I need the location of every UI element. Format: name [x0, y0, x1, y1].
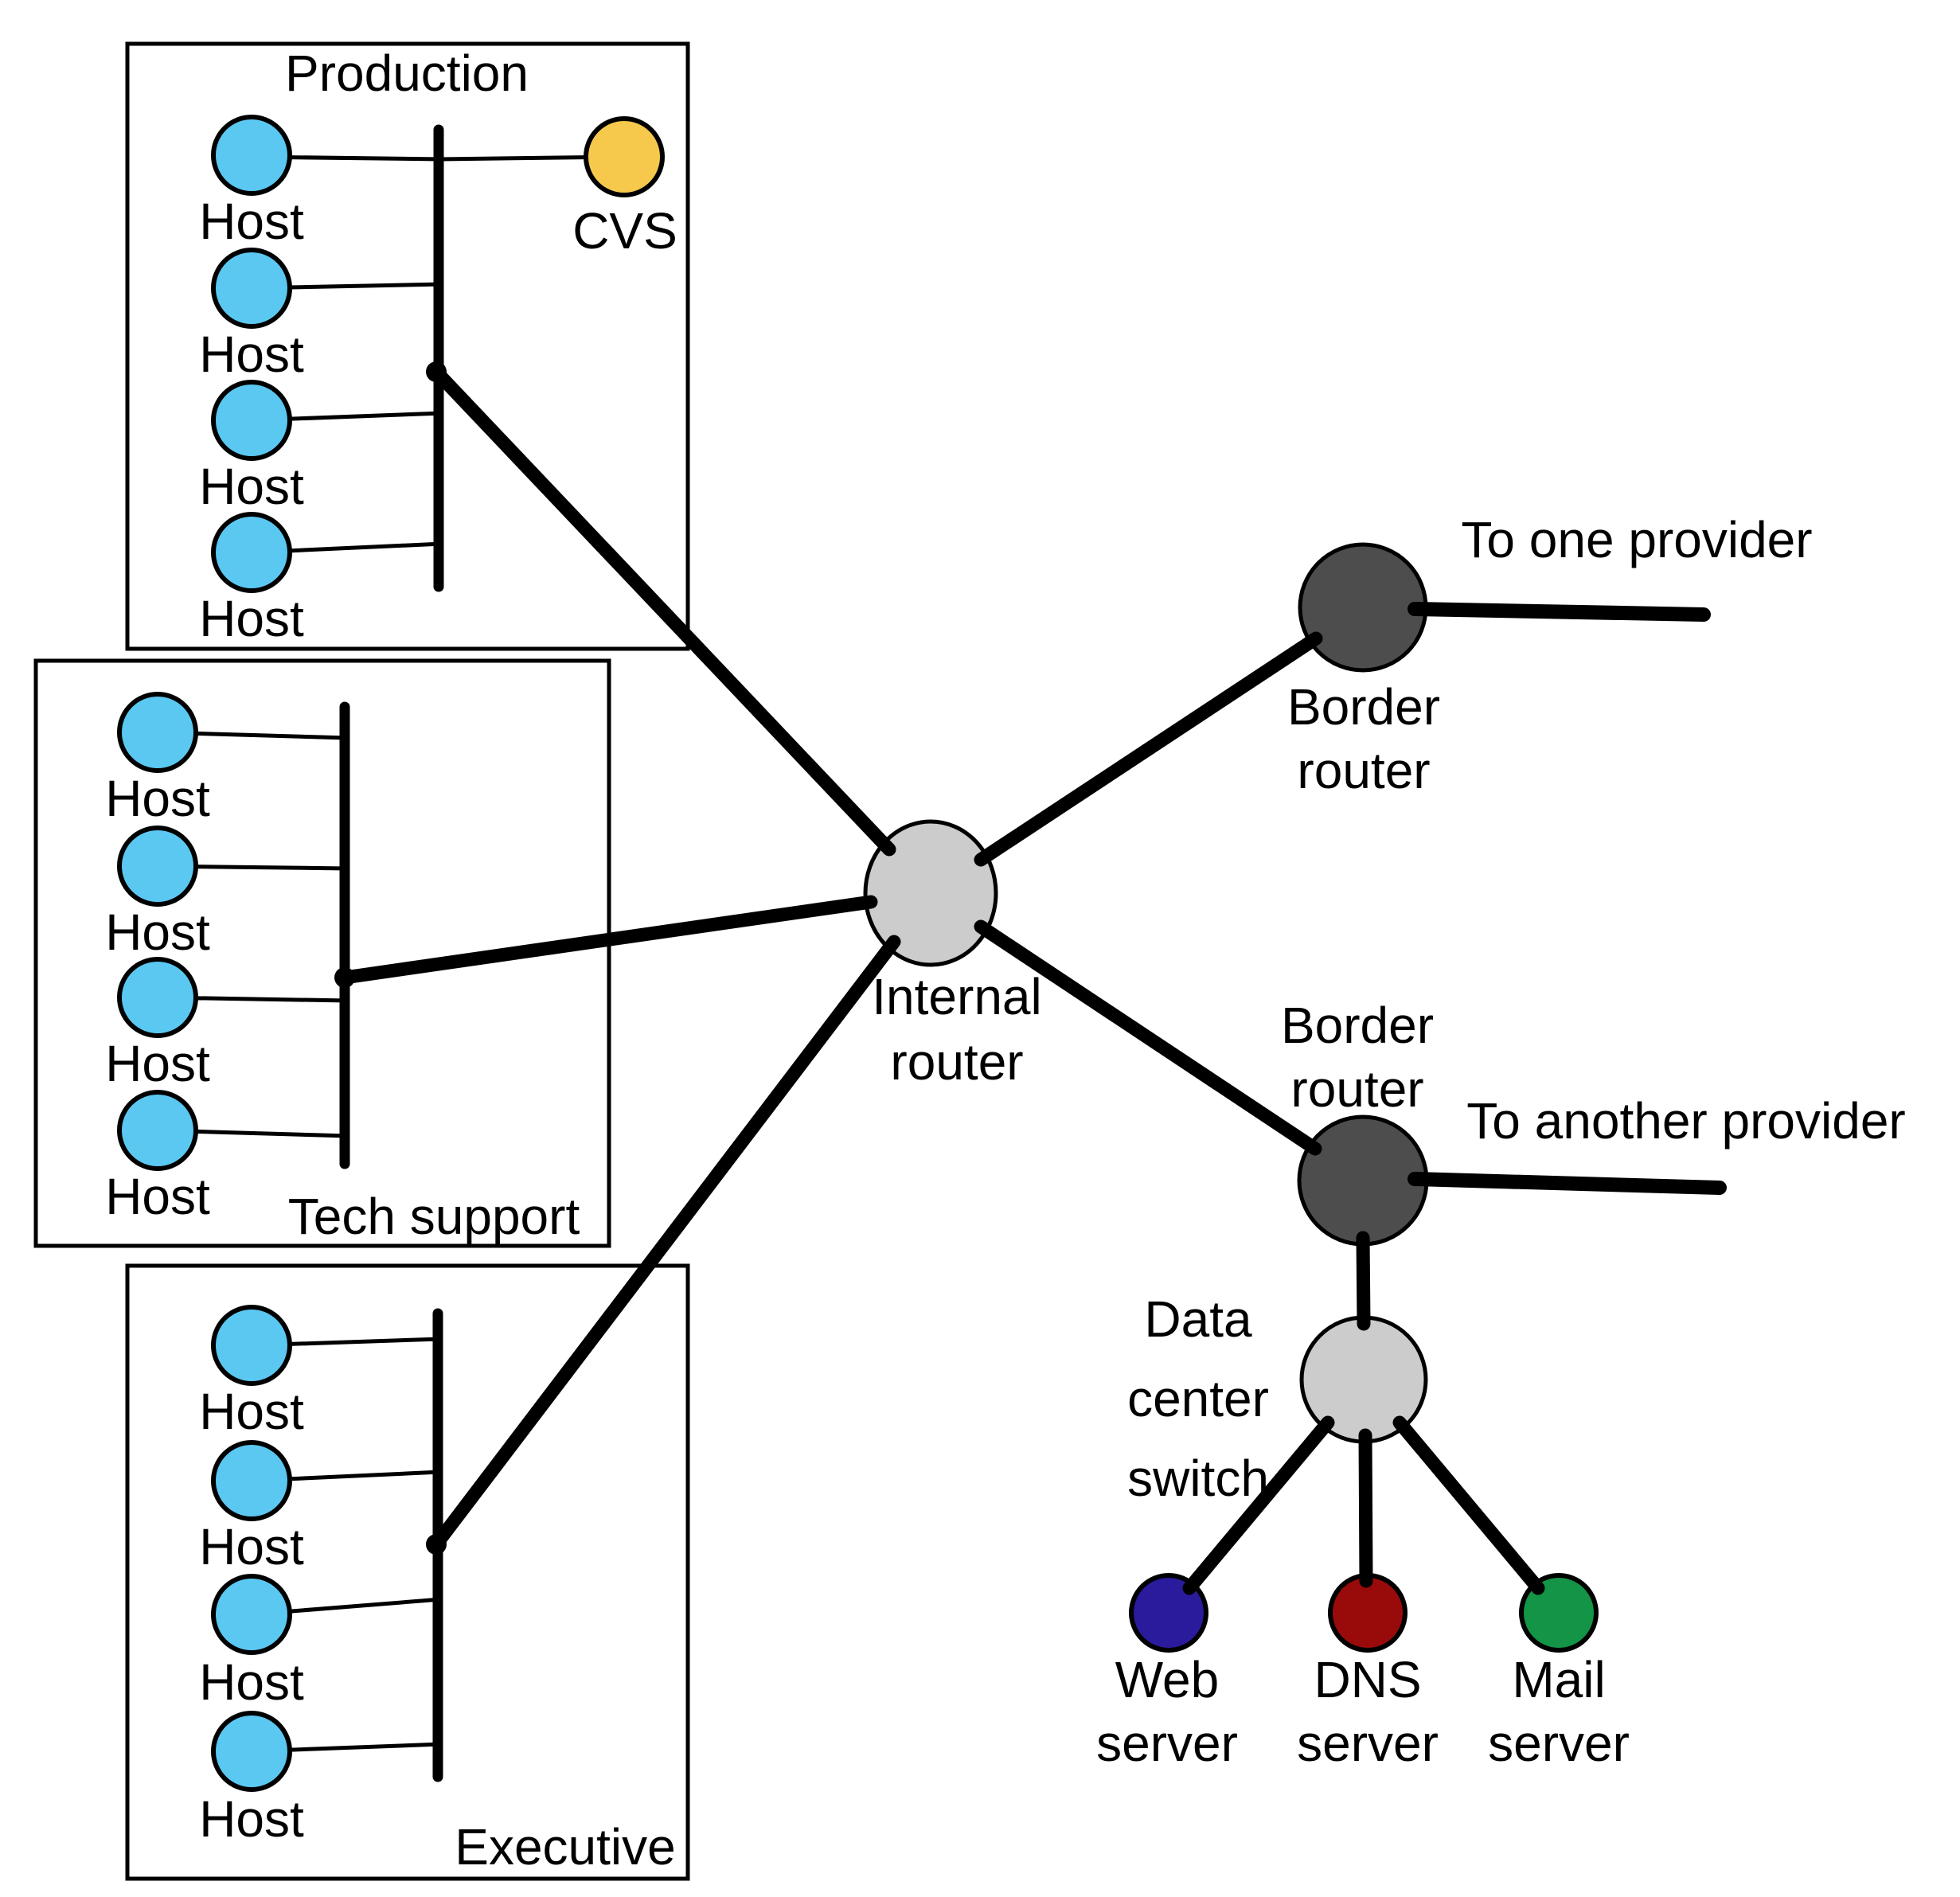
border-router-bottom-label-line2: router	[1290, 1060, 1423, 1118]
dns-server-label-line1: DNS	[1314, 1651, 1421, 1708]
tech-support-box	[33, 658, 611, 1248]
host-label: Host	[199, 1518, 304, 1575]
internal-router-label-line1: Internal	[872, 968, 1041, 1025]
host-node	[211, 512, 292, 593]
bus-junction-dot	[334, 967, 355, 988]
border-router-top-label-line1: Border	[1287, 678, 1440, 736]
border-router-bottom-node	[1297, 1114, 1429, 1247]
border-router-top-label-line2: router	[1297, 742, 1430, 799]
link-production-to-internal-router	[429, 365, 896, 857]
host-node	[117, 826, 198, 907]
border-router-bottom-label-line1: Border	[1281, 997, 1434, 1054]
host-label: Host	[105, 770, 210, 827]
bus-junction-dot	[426, 361, 447, 382]
dns-server-label-line2: server	[1297, 1715, 1439, 1772]
data-center-switch-label-line1: Data	[1144, 1290, 1252, 1348]
data-center-switch-label-line3: switch	[1127, 1450, 1269, 1507]
link-internal-router-to-border-router-bottom	[974, 919, 1322, 1156]
link-switch-to-mail-server	[1392, 1415, 1545, 1595]
host-node	[117, 957, 198, 1038]
link-executive-to-internal-router	[429, 935, 901, 1552]
host-node	[211, 115, 292, 196]
host-label: Host	[199, 1383, 304, 1440]
host-node	[211, 248, 292, 329]
cvs-node	[584, 116, 665, 197]
link-techsupport-to-internal-router	[338, 895, 878, 985]
internal-router-node	[863, 819, 998, 967]
data-center-switch-label-line2: center	[1127, 1370, 1269, 1427]
production-box	[125, 41, 690, 651]
link-internal-router-to-border-router-top	[974, 631, 1323, 867]
to-one-provider-label: To one provider	[1461, 511, 1812, 568]
border-router-top-node	[1298, 542, 1428, 673]
host-node	[211, 1440, 292, 1521]
mail-server-label-line2: server	[1488, 1715, 1630, 1772]
host-label: Host	[105, 904, 210, 961]
production-title: Production	[285, 45, 529, 102]
web-server-label-line1: Web	[1115, 1651, 1219, 1708]
link-switch-to-web-server	[1182, 1415, 1335, 1595]
host-node	[117, 692, 198, 773]
link-border-router-bottom-to-switch	[1356, 1231, 1371, 1331]
uplink-to-one-provider	[1408, 602, 1711, 622]
host-label: Host	[199, 590, 304, 647]
bus-junction-dot	[426, 1534, 447, 1555]
host-node	[211, 380, 292, 461]
mail-server-label-line1: Mail	[1512, 1651, 1605, 1708]
uplink-to-another-provider	[1408, 1172, 1727, 1195]
host-node	[211, 1711, 292, 1792]
web-server-label-line2: server	[1096, 1715, 1238, 1772]
host-label: Host	[199, 326, 304, 383]
host-label: Host	[199, 193, 304, 250]
host-label: Host	[105, 1035, 210, 1092]
cvs-label: CVS	[572, 202, 677, 260]
to-another-provider-label: To another provider	[1466, 1092, 1905, 1150]
host-node	[211, 1305, 292, 1386]
host-label: Host	[199, 458, 304, 515]
executive-box	[125, 1263, 690, 1881]
tech-support-title: Tech support	[288, 1188, 580, 1245]
host-label: Host	[199, 1790, 304, 1848]
host-label: Host	[105, 1168, 210, 1225]
host-node	[117, 1090, 198, 1171]
internal-router-label-line2: router	[890, 1033, 1023, 1091]
host-label: Host	[199, 1653, 304, 1711]
executive-title: Executive	[455, 1818, 675, 1876]
host-node	[211, 1574, 292, 1655]
link-switch-to-dns-server	[1358, 1428, 1373, 1588]
